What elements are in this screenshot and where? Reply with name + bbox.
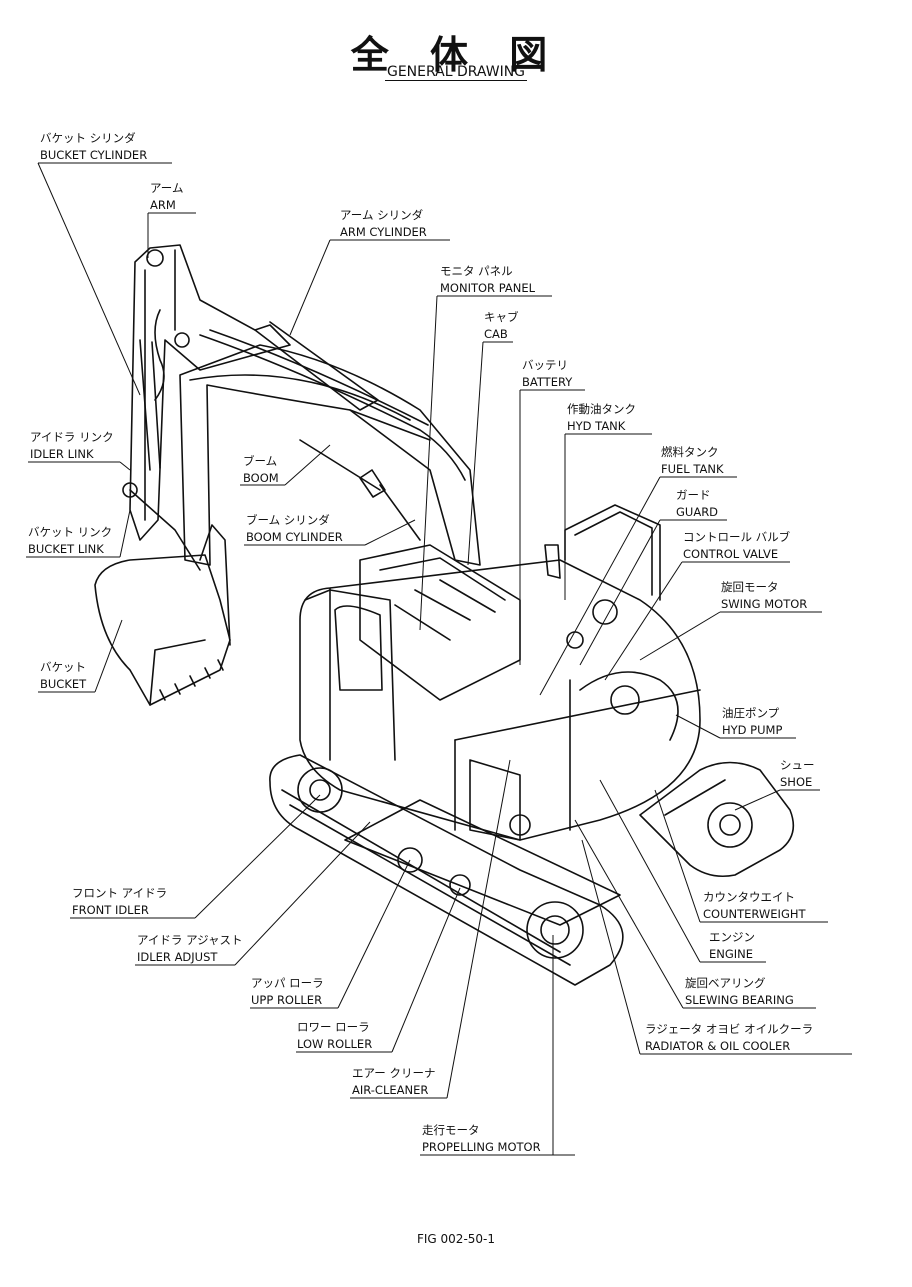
label-jp: ガード	[676, 488, 711, 502]
label-en: CONTROL VALVE	[683, 547, 778, 561]
label-bucket: バケット BUCKET	[40, 660, 87, 691]
label-jp: キャブ	[484, 310, 519, 324]
label-jp: バケット シリンダ	[40, 131, 136, 145]
label-guard: ガード GUARD	[676, 488, 718, 519]
label-jp: 旋回モータ	[721, 580, 779, 594]
label-jp: 作動油タンク	[567, 402, 636, 416]
label-jp: 油圧ポンプ	[722, 706, 780, 720]
label-en: BUCKET	[40, 677, 87, 691]
label-hyd-pump: 油圧ポンプ HYD PUMP	[722, 706, 782, 737]
label-battery: バッテリ BATTERY	[522, 358, 573, 389]
page-title-japanese: 全 体 図	[350, 33, 562, 77]
figure-number: FIG 002-50-1	[416, 1232, 496, 1246]
upper-structure	[299, 504, 701, 841]
label-en: LOW ROLLER	[297, 1037, 372, 1051]
label-en: BOOM	[243, 471, 279, 485]
label-jp: カウンタウエイト	[703, 890, 795, 904]
label-en: BUCKET CYLINDER	[40, 148, 147, 162]
label-swing-motor: 旋回モータ SWING MOTOR	[721, 580, 807, 611]
label-jp: アーム	[150, 181, 183, 195]
label-en: FUEL TANK	[661, 462, 724, 476]
label-monitor-panel: モニタ パネル MONITOR PANEL	[440, 264, 536, 295]
label-en: PROPELLING MOTOR	[422, 1140, 541, 1154]
crawler-track-right	[639, 761, 795, 878]
label-jp: コントロール バルブ	[683, 530, 791, 544]
label-upp-roller: アッパ ローラ UPP ROLLER	[251, 976, 324, 1007]
label-jp: フロント アイドラ	[72, 886, 167, 900]
label-en: SWING MOTOR	[721, 597, 807, 611]
label-boom: ブーム BOOM	[243, 454, 279, 485]
label-low-roller: ロワー ローラ LOW ROLLER	[297, 1020, 372, 1051]
label-jp: 旋回ベアリング	[685, 976, 766, 990]
leader-lines	[26, 162, 852, 1156]
label-slewing-bearing: 旋回ベアリング SLEWING BEARING	[685, 976, 794, 1007]
label-en: UPP ROLLER	[251, 993, 322, 1007]
label-en: FRONT IDLER	[72, 903, 149, 917]
label-arm: アーム ARM	[150, 181, 183, 212]
label-en: AIR-CLEANER	[352, 1083, 428, 1097]
label-en: ARM	[150, 198, 176, 212]
label-en: RADIATOR & OIL COOLER	[645, 1039, 790, 1053]
label-hyd-tank: 作動油タンク HYD TANK	[567, 402, 636, 433]
label-engine: エンジン ENGINE	[709, 930, 755, 961]
label-bucket-cylinder: バケット シリンダ BUCKET CYLINDER	[40, 131, 147, 162]
label-jp: アイドラ リンク	[30, 430, 114, 444]
label-en: IDLER ADJUST	[137, 950, 218, 964]
label-control-valve: コントロール バルブ CONTROL VALVE	[683, 530, 791, 561]
label-en: ENGINE	[709, 947, 753, 961]
label-jp: バケット リンク	[28, 525, 112, 539]
label-jp: エンジン	[709, 930, 755, 944]
label-jp: エアー クリーナ	[352, 1066, 435, 1080]
label-shoe: シュー SHOE	[780, 758, 815, 789]
label-jp: ブーム シリンダ	[246, 513, 330, 527]
label-bucket-link: バケット リンク BUCKET LINK	[28, 525, 112, 556]
excavator-illustration	[94, 244, 795, 986]
label-en: MONITOR PANEL	[440, 281, 536, 295]
page-title-english-text: GENERAL DRAWING	[384, 64, 528, 81]
label-en: SHOE	[780, 775, 812, 789]
label-jp: アーム シリンダ	[340, 208, 424, 222]
label-boom-cylinder: ブーム シリンダ BOOM CYLINDER	[246, 513, 343, 544]
label-front-idler: フロント アイドラ FRONT IDLER	[72, 886, 167, 917]
label-en: HYD TANK	[567, 419, 626, 433]
label-jp: アイドラ アジャスト	[137, 933, 243, 947]
label-en: IDLER LINK	[30, 447, 94, 461]
label-idler-adjust: アイドラ アジャスト IDLER ADJUST	[137, 933, 243, 964]
label-en: CAB	[484, 327, 508, 341]
label-en: HYD PUMP	[722, 723, 782, 737]
label-en: ARM CYLINDER	[340, 225, 427, 239]
label-jp: バッテリ	[522, 358, 568, 372]
label-jp: ブーム	[243, 454, 277, 468]
crawler-track-left	[269, 754, 624, 986]
label-en: COUNTERWEIGHT	[703, 907, 807, 921]
label-jp: モニタ パネル	[440, 264, 513, 278]
label-en: BOOM CYLINDER	[246, 530, 343, 544]
label-en: BUCKET LINK	[28, 542, 104, 556]
label-jp: バケット	[40, 660, 86, 674]
label-propelling-motor: 走行モータ PROPELLING MOTOR	[422, 1123, 541, 1154]
boom-assembly	[179, 344, 481, 566]
label-idler-link: アイドラ リンク IDLER LINK	[30, 430, 114, 461]
label-jp: ラジェータ オヨビ オイルクーラ	[645, 1022, 813, 1036]
label-jp: ロワー ローラ	[297, 1020, 370, 1034]
label-en: GUARD	[676, 505, 718, 519]
label-jp: 燃料タンク	[661, 445, 719, 459]
label-jp: シュー	[780, 758, 815, 772]
label-fuel-tank: 燃料タンク FUEL TANK	[661, 445, 724, 476]
label-air-cleaner: エアー クリーナ AIR-CLEANER	[352, 1066, 435, 1097]
page-title-english: GENERAL DRAWING	[0, 64, 912, 81]
label-en: SLEWING BEARING	[685, 993, 794, 1007]
label-radiator: ラジェータ オヨビ オイルクーラ RADIATOR & OIL COOLER	[645, 1022, 813, 1053]
label-cab: キャブ CAB	[484, 310, 519, 341]
bucket-cylinder-part	[139, 339, 161, 471]
label-jp: アッパ ローラ	[251, 976, 324, 990]
label-jp: 走行モータ	[422, 1123, 480, 1137]
label-arm-cylinder: アーム シリンダ ARM CYLINDER	[340, 208, 427, 239]
bucket-assembly	[94, 482, 231, 706]
undercarriage-frame	[344, 799, 621, 926]
label-en: BATTERY	[522, 375, 573, 389]
label-counterweight: カウンタウエイト COUNTERWEIGHT	[703, 890, 807, 921]
